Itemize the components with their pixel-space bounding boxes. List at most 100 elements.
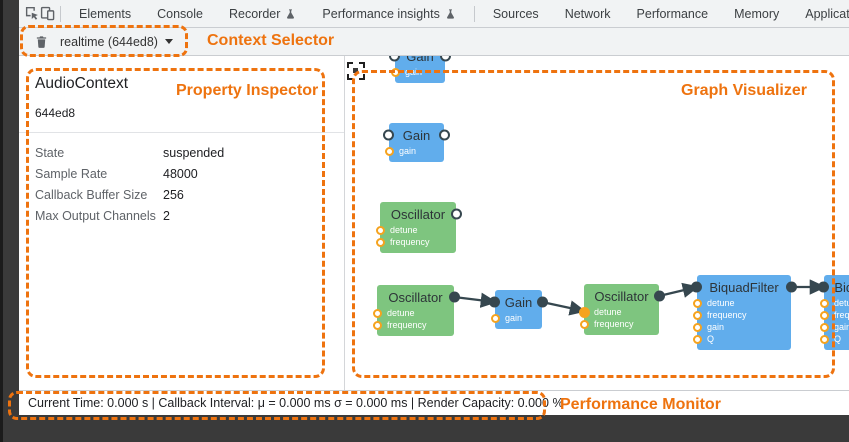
device-toolbar-icon <box>40 6 55 21</box>
param-label: gain <box>834 322 849 332</box>
context-selector-value: realtime (644ed8) <box>60 34 158 49</box>
node-title-row: Gain <box>383 126 450 144</box>
param-port <box>820 298 829 308</box>
node-title: Gain <box>504 294 533 310</box>
node-title: BiquadFilter <box>709 279 779 295</box>
node-params: detune frequency <box>579 305 659 335</box>
experiment-flask-icon <box>285 8 296 20</box>
context-type-title: AudioContext <box>35 75 129 92</box>
tab-label: Elements <box>79 6 132 21</box>
tab-label: Memory <box>734 6 780 21</box>
param-row-detune: detune <box>579 306 651 318</box>
property-value: 2 <box>163 208 170 223</box>
chevron-down-icon <box>164 39 173 44</box>
param-port <box>376 225 385 235</box>
param-row-gain: gain <box>385 145 436 157</box>
tab-elements[interactable]: Elements <box>66 0 144 27</box>
param-row-gain: gain <box>820 321 849 333</box>
trash-icon <box>35 35 48 49</box>
param-row-frequency: frequency <box>820 309 849 321</box>
param-row-q: Q <box>820 333 849 345</box>
property-label: Max Output Channels <box>35 208 156 223</box>
node-params: detune frequency <box>373 306 454 336</box>
tab-recorder[interactable]: Recorder <box>216 0 309 27</box>
input-port <box>818 281 829 293</box>
param-port <box>820 322 829 332</box>
inspect-element-button[interactable] <box>25 1 40 27</box>
tab-label: Sources <box>492 6 539 21</box>
property-label: Callback Buffer Size <box>35 187 148 202</box>
tab-memory[interactable]: Memory <box>721 0 792 27</box>
param-label: detune <box>387 308 415 318</box>
param-label: frequency <box>387 320 427 330</box>
param-label: gain <box>405 67 423 77</box>
property-row: State suspended <box>35 142 344 163</box>
param-row-gain: gain <box>391 66 437 78</box>
param-label: detune <box>594 307 622 317</box>
param-row-frequency: frequency <box>693 309 783 321</box>
tab-console[interactable]: Console <box>144 0 216 27</box>
tab-application[interactable]: Application <box>792 0 849 27</box>
audio-edge <box>658 282 700 298</box>
param-port <box>820 334 829 344</box>
output-port <box>451 208 462 220</box>
performance-status-text: Current Time: 0.000 s | Callback Interva… <box>28 396 564 410</box>
context-id: 644ed8 <box>35 106 76 120</box>
param-port <box>579 306 590 318</box>
param-port <box>376 237 385 247</box>
device-toolbar-button[interactable] <box>40 1 55 27</box>
tab-label: Console <box>157 6 203 21</box>
node-params: gain <box>491 311 542 329</box>
tab-label: Application <box>805 6 849 21</box>
tab-performance[interactable]: Performance <box>624 0 722 27</box>
context-selector-dropdown[interactable]: realtime (644ed8) <box>60 35 173 49</box>
param-label: frequency <box>594 319 634 329</box>
node-title: Oscillator <box>390 206 446 222</box>
tab-network[interactable]: Network <box>552 0 624 27</box>
param-row-q: Q <box>693 333 783 345</box>
param-port <box>391 67 400 77</box>
param-port <box>373 320 382 330</box>
param-row-frequency: frequency <box>373 319 446 331</box>
oscillator-node[interactable]: Oscillator detune frequency <box>376 202 462 253</box>
performance-monitor-bar: Current Time: 0.000 s | Callback Interva… <box>19 390 849 415</box>
param-label: frequency <box>390 237 430 247</box>
gain-node[interactable]: Gain gain <box>383 123 450 162</box>
tab-performance-insights[interactable]: Performance insights <box>309 0 468 27</box>
param-row-detune: detune <box>820 297 849 309</box>
toolbar-divider <box>60 5 61 22</box>
node-title: Oscillator <box>594 288 649 304</box>
param-port <box>693 310 702 320</box>
webaudio-toolbar: realtime (644ed8) <box>19 28 849 56</box>
property-value: suspended <box>163 145 225 160</box>
param-label: Q <box>707 334 715 344</box>
clear-contexts-button[interactable] <box>32 29 50 55</box>
output-port <box>439 129 450 141</box>
param-port <box>820 310 829 320</box>
node-title-row: Gain <box>489 293 548 311</box>
node-title: Gain <box>402 127 431 143</box>
param-row-frequency: frequency <box>580 318 651 330</box>
oscillator-node[interactable]: Oscillator detune frequency <box>579 284 665 335</box>
tab-sources[interactable]: Sources <box>480 0 552 27</box>
output-port <box>537 296 548 308</box>
property-label: State <box>35 145 65 160</box>
param-row-detune: detune <box>373 307 446 319</box>
param-row-frequency: frequency <box>376 236 448 248</box>
node-title-row: Oscillator <box>584 287 665 305</box>
inspect-cursor-icon <box>25 6 40 21</box>
audio-edge <box>541 300 587 316</box>
param-label: detune <box>390 225 418 235</box>
param-port <box>693 298 702 308</box>
param-port <box>693 334 702 344</box>
